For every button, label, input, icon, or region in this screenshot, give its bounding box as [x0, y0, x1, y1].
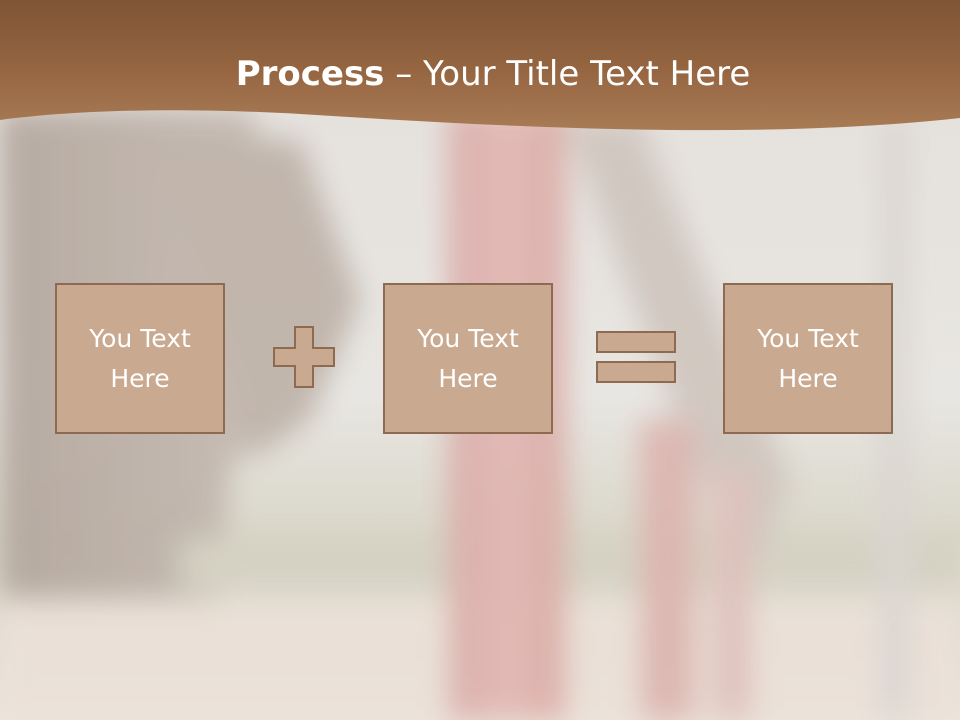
equals-icon [596, 331, 676, 383]
text-box-1-label: You Text Here [89, 323, 191, 393]
slide-title: Process – Your Title Text Here [0, 50, 960, 98]
text-box-1[interactable]: You Text Here [55, 283, 225, 434]
text-box-2-label: You Text Here [417, 323, 519, 393]
text-box-3[interactable]: You Text Here [723, 283, 893, 434]
title-rest: – Your Title Text Here [384, 54, 751, 94]
text-box-2[interactable]: You Text Here [383, 283, 553, 434]
text-box-3-label: You Text Here [757, 323, 859, 393]
title-bold: Process [235, 54, 385, 94]
header-band [0, 0, 960, 131]
plus-icon [273, 326, 335, 388]
